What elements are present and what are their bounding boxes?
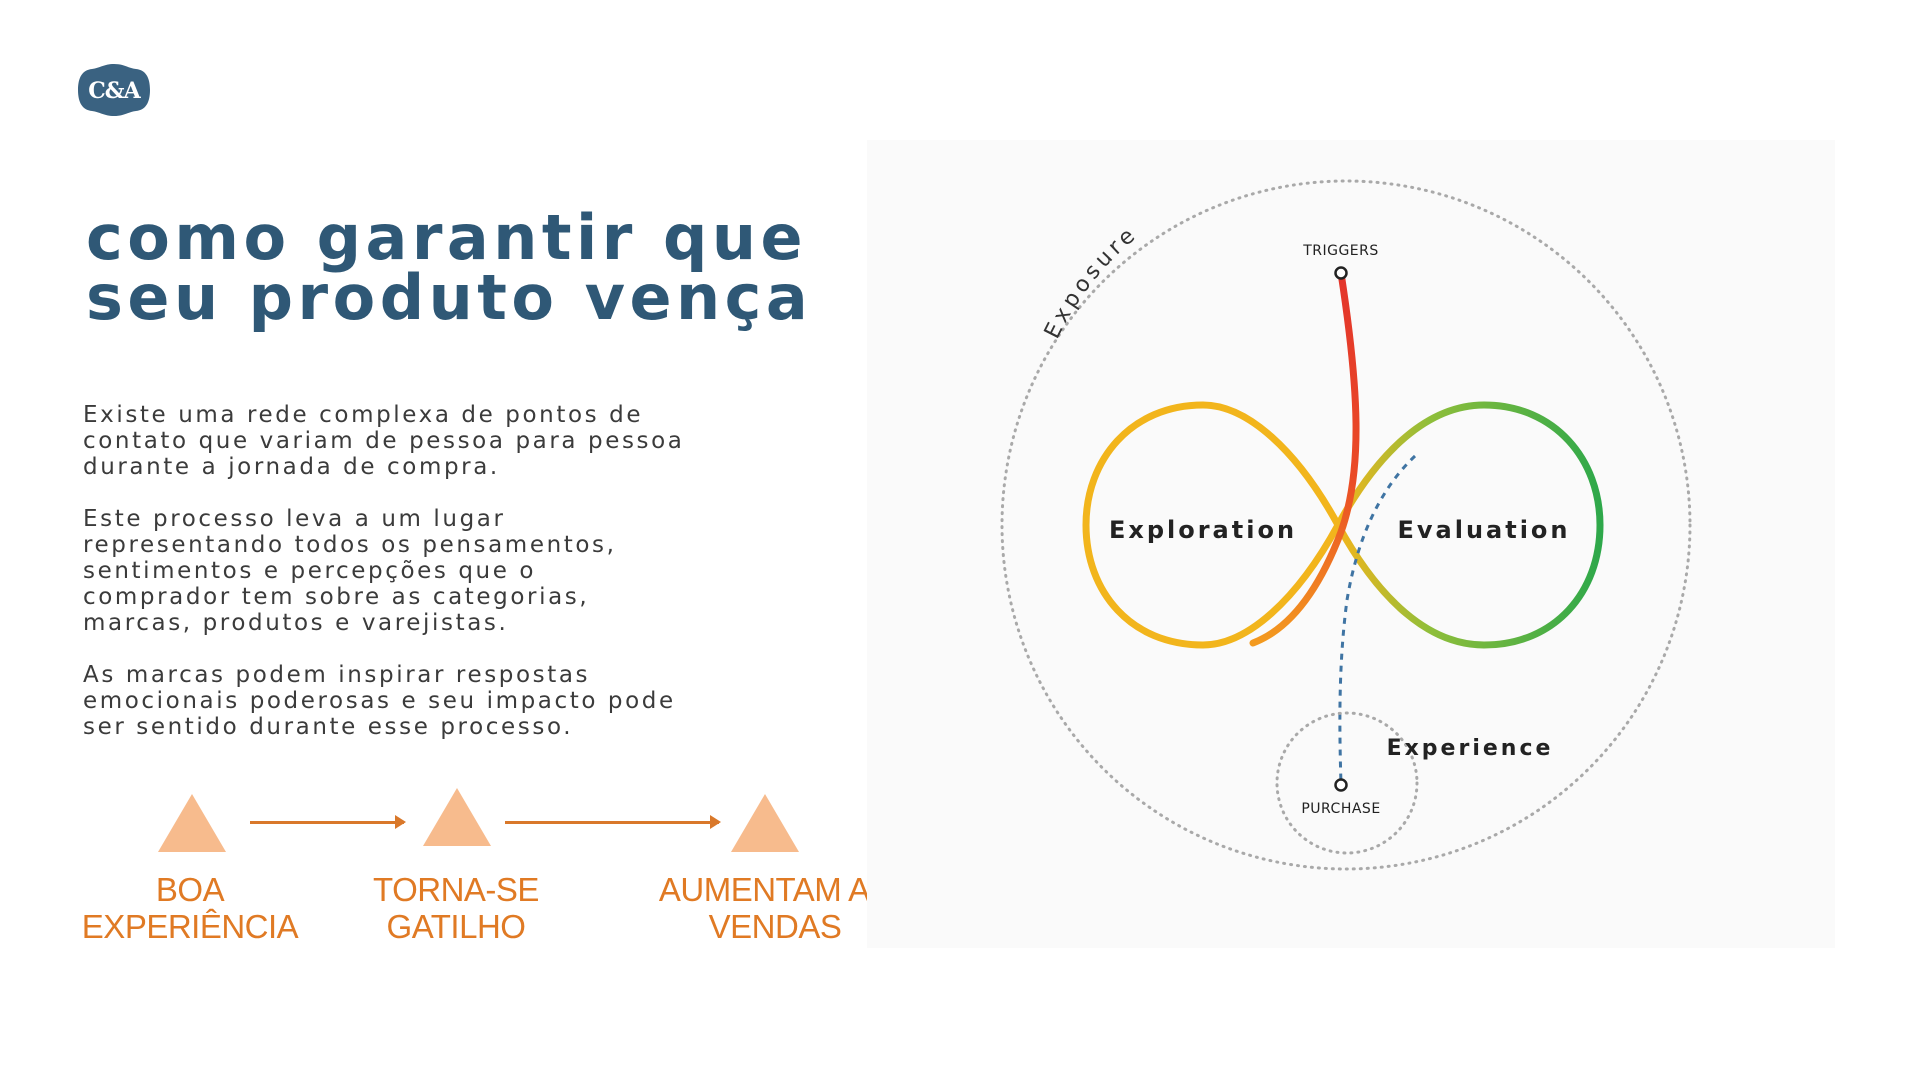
- exposure-circle: [1000, 179, 1692, 871]
- exposure-label: Exposure: [1040, 221, 1143, 343]
- paragraph: As marcas podem inspirar respostas emoci…: [83, 662, 783, 740]
- step-label-line: VENDAS: [708, 908, 842, 945]
- experience-circle: [1275, 711, 1419, 855]
- trigger-path: [1249, 269, 1360, 647]
- paragraph-line: sentimentos e percepções que o: [83, 558, 537, 584]
- step-label-line: EXPERIÊNCIA: [81, 908, 299, 945]
- paragraph-line: representando todos os pensamentos,: [83, 532, 617, 558]
- purchase-path: [1338, 454, 1417, 785]
- paragraph-line: comprador tem sobre as categorias,: [83, 584, 590, 610]
- paragraph-line: durante a jornada de compra.: [83, 454, 500, 480]
- ca-logo-icon: C&A: [76, 62, 152, 118]
- exploration-label: Exploration: [1109, 516, 1297, 544]
- arrow-icon: [250, 815, 406, 829]
- page-title: como garantir que seu produto vença: [86, 201, 813, 334]
- messy-middle-diagram: Exposure TRIGGERS Exploration Evaluation…: [867, 140, 1835, 948]
- trigger-node-icon: [1334, 266, 1348, 280]
- step-label-line: TORNA-SE: [373, 871, 539, 908]
- triangle-icon: [158, 794, 226, 852]
- paragraph-line: marcas, produtos e varejistas.: [83, 610, 509, 636]
- title-line: como garantir que: [86, 201, 808, 274]
- logo-text: C&A: [88, 78, 141, 104]
- paragraph-line: emocionais poderosas e seu impacto pode: [83, 688, 676, 714]
- evaluation-label: Evaluation: [1397, 516, 1570, 544]
- step-label-line: BOA: [155, 871, 225, 908]
- exposure-label-path: Exposure: [1040, 221, 1139, 343]
- step-label-line: GATILHO: [386, 908, 526, 945]
- step-label-aumentam-as-vendas: AUMENTAM AS VENDAS: [640, 871, 910, 945]
- step-label-boa-experiencia: BOA EXPERIÊNCIA: [70, 871, 310, 945]
- paragraph: Existe uma rede complexa de pontos de co…: [83, 402, 783, 480]
- step-label-torna-se-gatilho: TORNA-SE GATILHO: [346, 871, 566, 945]
- paragraph: Este processo leva a um lugar representa…: [83, 506, 783, 636]
- arrow-icon: [505, 815, 721, 829]
- paragraph-line: Existe uma rede complexa de pontos de: [83, 402, 644, 428]
- title-line: seu produto vença: [86, 261, 813, 334]
- paragraph-line: Este processo leva a um lugar: [83, 506, 506, 532]
- exploration-loop: [1082, 401, 1342, 649]
- step-label-line: AUMENTAM AS: [658, 871, 892, 908]
- body-text: Existe uma rede complexa de pontos de co…: [83, 402, 783, 766]
- experience-label: Experience: [1387, 736, 1554, 761]
- purchase-label: PURCHASE: [1301, 801, 1380, 817]
- triggers-label: TRIGGERS: [1302, 243, 1379, 259]
- triangle-icon: [731, 794, 799, 852]
- triangle-icon: [423, 788, 491, 846]
- purchase-node-icon: [1334, 778, 1348, 792]
- paragraph-line: contato que variam de pessoa para pessoa: [83, 428, 685, 454]
- paragraph-line: As marcas podem inspirar respostas: [83, 662, 591, 688]
- evaluation-loop: [1334, 401, 1604, 649]
- paragraph-line: ser sentido durante esse processo.: [83, 714, 574, 740]
